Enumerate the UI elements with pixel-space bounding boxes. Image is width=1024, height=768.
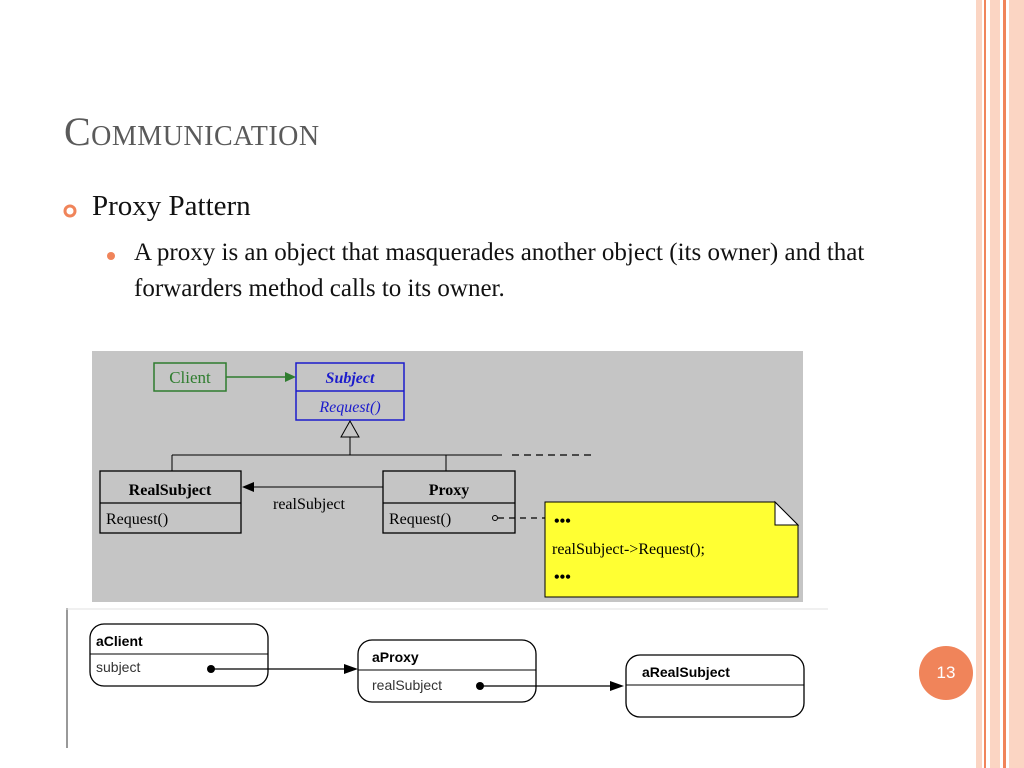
dot-bullet-icon bbox=[107, 252, 115, 260]
proxy-class-diagram: Client Subject Request() RealSubject Req… bbox=[92, 351, 803, 602]
client-arrowhead bbox=[285, 372, 296, 382]
proxy-box bbox=[382, 470, 516, 534]
arealsubject-box bbox=[625, 654, 805, 718]
proxy-name: Proxy bbox=[429, 482, 470, 499]
realsubject-method: Request() bbox=[106, 511, 168, 528]
note-dots-bottom: ••• bbox=[554, 569, 571, 586]
aclient-field: subject bbox=[96, 659, 140, 675]
aproxy-ref-arrowhead bbox=[610, 681, 624, 691]
decor-stripe-1 bbox=[976, 0, 982, 768]
aclient-ref-arrowhead bbox=[344, 664, 358, 674]
association-arrowhead bbox=[242, 482, 254, 492]
client-label: Client bbox=[169, 368, 211, 387]
aclient-name: aClient bbox=[96, 633, 143, 649]
inheritance-triangle bbox=[340, 419, 360, 438]
arealsubject-name: aRealSubject bbox=[642, 664, 730, 680]
decor-stripe-2 bbox=[984, 0, 986, 768]
aproxy-name: aProxy bbox=[372, 649, 419, 665]
bullet-level1: Proxy Pattern bbox=[92, 190, 251, 222]
note-code: realSubject->Request(); bbox=[552, 541, 705, 558]
realsubject-box bbox=[99, 470, 242, 534]
slide-title: Communication bbox=[64, 109, 320, 154]
aproxy-field: realSubject bbox=[372, 677, 442, 693]
page-number-badge: 13 bbox=[919, 646, 973, 700]
decor-stripe-3 bbox=[990, 0, 1000, 768]
ring-bullet-icon bbox=[63, 204, 77, 218]
proxy-method: Request() bbox=[389, 511, 451, 528]
note-anchor bbox=[492, 515, 498, 521]
code-note bbox=[544, 501, 799, 598]
subject-method: Request() bbox=[318, 399, 380, 416]
bullet-level2: A proxy is an object that masquerades an… bbox=[134, 239, 865, 302]
note-fold bbox=[774, 500, 800, 526]
aclient-box bbox=[89, 623, 269, 687]
proxy-object-diagram: aClient subject aProxy realSubject aReal… bbox=[66, 608, 828, 748]
realsubject-name: RealSubject bbox=[129, 482, 212, 499]
decor-stripe-5 bbox=[1009, 0, 1024, 768]
subject-name: Subject bbox=[326, 370, 375, 387]
decor-stripe-4 bbox=[1003, 0, 1006, 768]
association-label: realSubject bbox=[273, 496, 346, 513]
note-dots-top: ••• bbox=[554, 513, 571, 530]
